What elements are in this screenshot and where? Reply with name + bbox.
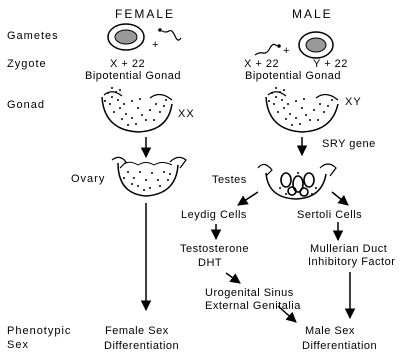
female-outcome-line2: Differentiation [104,341,179,352]
female-chromosomes: XX [178,109,195,120]
female-plus-sign: + [152,40,158,51]
male-outcome-line1: Male Sex [305,326,355,337]
male-gonad-icon [266,87,338,132]
mullerian-duct-label-line2: Inhibitory Factor [308,257,395,268]
male-column-title: MALE [292,8,333,20]
arrow-testes-to-leydig [238,192,258,205]
ovary-icon [112,157,186,196]
row-label-phenotypic-line1: Phenotypic [7,326,71,337]
mullerian-duct-label-line1: Mullerian Duct [310,244,387,255]
egg-icon-male [299,32,333,58]
male-karyotype-x: X + 22 [244,59,279,70]
ovary-label: Ovary [71,174,105,185]
male-chromosomes: XY [345,97,362,108]
leydig-cells-label: Leydig Cells [181,210,247,221]
arrow-dht-to-urogenital [226,273,240,283]
male-bipotential-gonad: Bipotential Gonad [245,71,341,82]
testes-icon [258,164,336,199]
urogenital-sinus-label: Urogenital Sinus [205,288,294,299]
male-outcome-line2: Differentiation [302,341,377,352]
sperm-icon-male [255,44,281,55]
female-outcome-line1: Female Sex [105,326,169,337]
arrow-testes-to-sertoli [332,192,348,205]
testes-label: Testes [212,175,247,186]
external-genitalia-label: External Genitalia [205,301,301,312]
female-column-title: FEMALE [115,8,175,20]
row-label-gametes: Gametes [7,31,59,42]
row-label-gonad: Gonad [7,100,45,111]
dht-label: DHT [198,258,222,269]
row-label-phenotypic-line2: Sex [7,340,29,351]
row-label-zygote: Zygote [7,59,47,70]
female-bipotential-gonad: Bipotential Gonad [85,71,181,82]
sertoli-cells-label: Sertoli Cells [297,210,362,221]
male-karyotype-y: Y + 22 [313,59,348,70]
testosterone-label: Testosterone [180,244,249,255]
sperm-icon [158,28,181,40]
female-karyotype: X + 22 [110,59,145,70]
sry-gene-label: SRY gene [322,139,376,150]
male-plus-sign: + [283,46,289,57]
female-gonad-icon [102,87,172,132]
egg-icon [108,24,144,50]
